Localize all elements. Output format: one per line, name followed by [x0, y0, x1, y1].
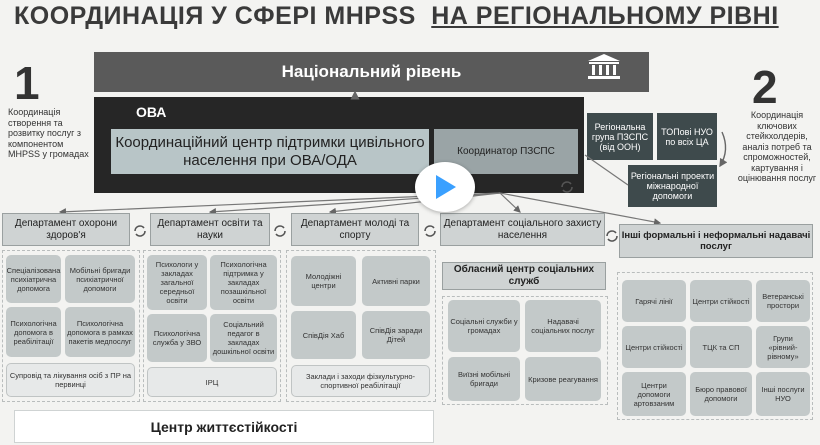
dept-health: Департамент охорони здоров'я	[2, 213, 130, 246]
regional-group: Регіональна група ПЗСПС (від ООН)	[587, 113, 653, 160]
education-card: Психологічна підтримка у закладах позашк…	[210, 255, 277, 310]
oblast-social-center: Обласний центр соціальних служб	[442, 262, 606, 290]
title-main: КООРДИНАЦІЯ У СФЕРІ MHPSS	[14, 2, 416, 30]
youth-card: Молодіжні центри	[291, 256, 356, 306]
cycle-arrows-icon	[606, 230, 618, 242]
other-card: Групи «рівний-рівному»	[756, 326, 810, 368]
education-card: ІРЦ	[147, 367, 277, 397]
dept-education: Департамент освіти та науки	[150, 213, 270, 246]
youth-card: Активні парки	[362, 256, 430, 306]
education-card: Психологічна служба у ЗВО	[147, 314, 207, 362]
national-level: Національний рівень	[94, 52, 649, 92]
cycle-arrows-icon	[424, 225, 436, 237]
other-card: Гарячі лінії	[622, 280, 686, 322]
regional-projects: Регіональні проекти міжнародної допомоги	[628, 165, 717, 207]
social-card: Кризове реагування	[525, 357, 601, 401]
play-button[interactable]	[415, 162, 475, 212]
other-card: ТЦК та СП	[690, 326, 752, 368]
dept-social: Департамент соціального захисту населенн…	[440, 213, 605, 246]
other-card: Інші послуги НУО	[756, 372, 810, 416]
social-card: Надавачі соціальних послуг	[525, 300, 601, 352]
youth-card: СпівДія заради Дітей	[362, 311, 430, 359]
bank-icon	[588, 54, 620, 79]
education-card: Соціальний педагог в закладах дошкільної…	[210, 314, 277, 362]
top-ngo: ТОПові НУО по всіх ЦА	[657, 113, 717, 160]
other-card: Центри стійкості	[690, 280, 752, 322]
other-card: Ветеранські простори	[756, 280, 810, 322]
cycle-arrows-icon	[561, 181, 573, 193]
cycle-arrows-icon	[274, 225, 286, 237]
other-card: Центри стійкості	[622, 326, 686, 368]
ova-label: ОВА	[136, 104, 167, 120]
health-card: Психологічна допомога в реабілітації	[6, 307, 61, 357]
play-icon	[436, 175, 456, 199]
youth-card: СпівДія Хаб	[291, 311, 356, 359]
other-card: Бюро правової допомоги	[690, 372, 752, 416]
dept-youth: Департамент молоді та спорту	[291, 213, 419, 246]
health-card: Спеціалізована психіатрична допомога	[6, 255, 61, 303]
title-underlined: НА РЕГІОНАЛЬНОМУ РІВНІ	[431, 2, 779, 30]
social-card: Виїзні мобільні бригади	[448, 357, 520, 401]
other-providers: Інші формальні і неформальні надавачі по…	[619, 224, 813, 258]
resilience-center: Центр життєстійкості	[14, 410, 434, 443]
right-number: 2	[752, 61, 778, 113]
youth-card: Заклади і заходи фізкультурно-спортивної…	[291, 365, 430, 397]
right-text: Координація ключових стейкхолдерів, анал…	[737, 110, 817, 183]
health-card: Супровід та лікування осіб з ПР на перви…	[6, 363, 135, 397]
other-card: Центри допомоги артовзаним	[622, 372, 686, 416]
slide-title: КООРДИНАЦІЯ У СФЕРІ MHPSS НА РЕГІОНАЛЬНО…	[14, 2, 779, 31]
left-text: Координація створення та розвитку послуг…	[8, 107, 89, 159]
education-card: Психологи у закладах загальної середньої…	[147, 255, 207, 310]
social-card: Соціальні служби у громадах	[448, 300, 520, 352]
cycle-arrows-icon	[134, 225, 146, 237]
left-number: 1	[14, 57, 40, 109]
health-card: Психологічна допомога в рамках пакетів м…	[65, 307, 135, 357]
health-card: Мобільні бригади психіатричної допомоги	[65, 255, 135, 303]
coordination-center: Координаційний центр підтримки цивільног…	[111, 129, 429, 174]
